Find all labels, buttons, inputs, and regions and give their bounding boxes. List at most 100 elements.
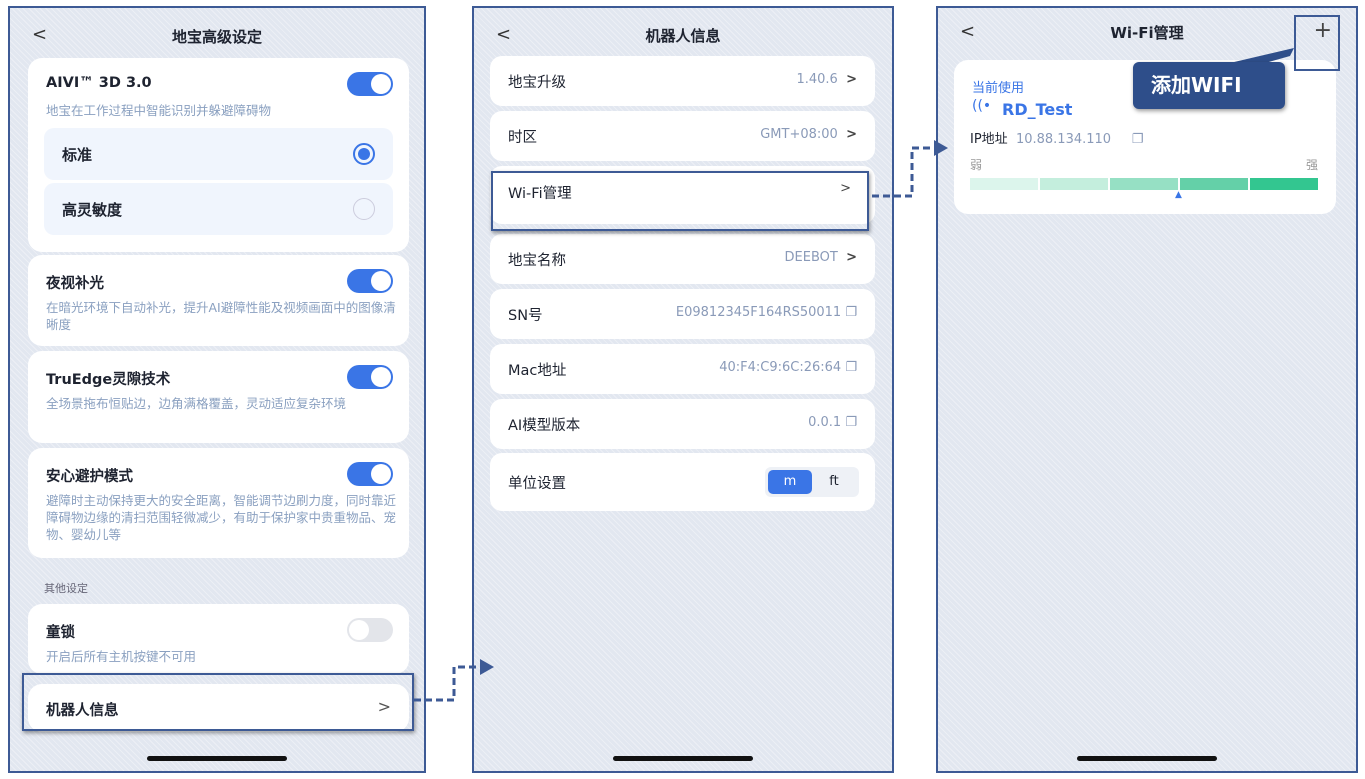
ssid: RD_Test [1002, 100, 1073, 119]
value: GMT+08:00 [760, 127, 838, 142]
value: DEEBOT [784, 250, 838, 265]
value: 40:F4:C9:6C:26:64 [719, 360, 842, 375]
child-lock-desc: 开启后所有主机按键不可用 [46, 649, 197, 664]
row-wifi[interactable]: Wi-Fi管理 > [490, 166, 875, 224]
aivi-title: AIVI™ 3D 3.0 [46, 75, 152, 91]
row-label: Mac地址 [508, 363, 567, 379]
row-value: 0.0.1 ❐ [808, 415, 857, 430]
row-timezone[interactable]: 时区 GMT+08:00 > [490, 111, 875, 161]
ip-label: IP地址 [970, 132, 1008, 147]
chevron-right-icon: > [840, 181, 851, 196]
signal-seg-1 [970, 178, 1038, 190]
add-wifi-callout: 添加WIFI [1133, 62, 1285, 109]
child-lock-toggle[interactable] [347, 618, 393, 642]
row-mac[interactable]: Mac地址 40:F4:C9:6C:26:64 ❐ [490, 344, 875, 394]
truedge-desc: 全场景拖布恒贴边，边角满格覆盖，灵动适应复杂环境 [46, 396, 347, 411]
highlight-robot-info [22, 673, 414, 731]
signal-seg-5 [1250, 178, 1318, 190]
signal-seg-3 [1110, 178, 1178, 190]
row-label: 时区 [508, 130, 537, 146]
unit-switch: m ft [765, 467, 859, 497]
copy-icon[interactable]: ❐ [845, 305, 857, 320]
copy-icon[interactable]: ❐ [845, 360, 857, 375]
phone-advanced-settings: < 地宝高级设定 AIVI™ 3D 3.0 地宝在工作过程中智能识别并躲避障碍物… [8, 6, 426, 773]
unit-m[interactable]: m [768, 470, 812, 494]
ip-row: IP地址 10.88.134.110 ❐ [970, 128, 1143, 147]
back-icon[interactable]: < [32, 24, 48, 45]
row-upgrade[interactable]: 地宝升级 1.40.6 > [490, 56, 875, 106]
back-icon[interactable]: < [496, 24, 512, 45]
chevron-right-icon: > [846, 127, 857, 142]
safe-title: 安心避护模式 [46, 469, 133, 485]
highlight-add-button [1294, 15, 1340, 71]
row-label: AI模型版本 [508, 418, 581, 434]
ip-value: 10.88.134.110 [1015, 132, 1112, 147]
signal-marker-icon: ▲ [1175, 190, 1182, 200]
row-label: 地宝名称 [508, 253, 566, 269]
value: 0.0.1 [808, 415, 842, 430]
add-icon[interactable]: + [1313, 18, 1332, 43]
safe-toggle[interactable] [347, 462, 393, 486]
safe-mode-card: 安心避护模式 避障时主动保持更大的安全距离，智能调节边刷力度，同时靠近障碍物边缘… [28, 448, 409, 558]
aivi-card: AIVI™ 3D 3.0 地宝在工作过程中智能识别并躲避障碍物 标准 高灵敏度 [28, 58, 409, 252]
signal-bar [970, 178, 1320, 190]
row-label: 地宝升级 [508, 75, 566, 91]
unit-ft[interactable]: ft [829, 474, 839, 489]
row-ai-model[interactable]: AI模型版本 0.0.1 ❐ [490, 399, 875, 449]
phone-robot-info: < 机器人信息 地宝升级 1.40.6 > 时区 GMT+08:00 > Wi-Fi… [472, 6, 894, 773]
safe-desc: 避障时主动保持更大的安全距离，智能调节边刷力度，同时靠近障碍物边缘的清扫范围轻微… [46, 493, 397, 542]
child-lock-title: 童锁 [46, 625, 75, 641]
home-indicator [1077, 756, 1217, 761]
arrow-connector-2 [872, 140, 948, 198]
night-light-card: 夜视补光 在暗光环境下自动补光，提升AI避障性能及视频画面中的图像清晰度 [28, 255, 409, 346]
chevron-right-icon: > [377, 697, 391, 716]
highlight-wifi-row [491, 171, 869, 231]
option-standard[interactable]: 标准 [44, 128, 393, 180]
row-value: GMT+08:00 > [760, 127, 857, 142]
radio-unselected[interactable] [353, 198, 375, 220]
back-icon[interactable]: < [960, 21, 976, 42]
value: 1.40.6 [796, 72, 838, 87]
row-label: Wi-Fi管理 [508, 186, 572, 202]
child-lock-card: 童锁 开启后所有主机按键不可用 [28, 604, 409, 674]
page-title: 机器人信息 [645, 27, 721, 45]
arrow-connector-1 [414, 659, 494, 702]
row-value: E09812345F164RS50011 ❐ [676, 305, 857, 320]
phone-wifi-management: < Wi-Fi管理 + 当前使用 ((• RD_Test IP地址 10.88.… [936, 6, 1358, 773]
truedge-card: TruEdge灵隙技术 全场景拖布恒贴边，边角满格覆盖，灵动适应复杂环境 [28, 351, 409, 443]
radio-selected[interactable] [353, 143, 375, 165]
wifi-icon: ((• [972, 98, 992, 114]
strong-label: 强 [1305, 158, 1318, 172]
chevron-right-icon: > [846, 72, 857, 87]
current-label: 当前使用 [972, 81, 1025, 96]
aivi-desc: 地宝在工作过程中智能识别并躲避障碍物 [46, 103, 272, 118]
row-label: 单位设置 [508, 476, 566, 492]
option-label: 高灵敏度 [62, 201, 123, 219]
option-label: 标准 [62, 146, 93, 164]
aivi-toggle[interactable] [347, 72, 393, 96]
night-desc: 在暗光环境下自动补光，提升AI避障性能及视频画面中的图像清晰度 [46, 300, 396, 332]
chevron-right-icon: > [846, 250, 857, 265]
row-name[interactable]: 地宝名称 DEEBOT > [490, 234, 875, 284]
signal-seg-2 [1040, 178, 1108, 190]
truedge-title: TruEdge灵隙技术 [46, 372, 171, 388]
weak-label: 弱 [970, 158, 983, 172]
page-title: Wi-Fi管理 [1110, 24, 1184, 42]
row-value: 40:F4:C9:6C:26:64 ❐ [719, 360, 857, 375]
truedge-toggle[interactable] [347, 365, 393, 389]
row-unit: 单位设置 m ft [490, 453, 875, 511]
robot-info-label: 机器人信息 [46, 703, 119, 719]
section-label: 其他设定 [44, 582, 88, 595]
copy-icon[interactable]: ❐ [1131, 132, 1144, 147]
option-high-sensitivity[interactable]: 高灵敏度 [44, 183, 393, 235]
copy-icon[interactable]: ❐ [845, 415, 857, 430]
home-indicator [613, 756, 753, 761]
robot-info-row[interactable]: 机器人信息 > [28, 684, 409, 732]
page-title: 地宝高级设定 [171, 28, 262, 46]
night-title: 夜视补光 [46, 276, 104, 292]
row-value: DEEBOT > [785, 250, 857, 265]
night-toggle[interactable] [347, 269, 393, 293]
value: E09812345F164RS50011 [675, 305, 842, 320]
signal-seg-4 [1180, 178, 1248, 190]
